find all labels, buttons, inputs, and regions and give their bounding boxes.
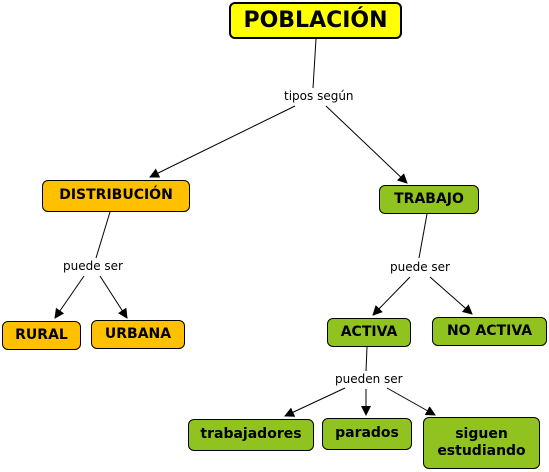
link-label-puede-ser-trabajo: puede ser: [388, 260, 452, 274]
edge-distribucion-puede: [95, 211, 111, 259]
node-activa[interactable]: ACTIVA: [327, 318, 411, 347]
link-label-tipos-segun: tipos según: [282, 89, 356, 103]
link-label-pueden-ser: pueden ser: [333, 372, 405, 386]
node-poblacion[interactable]: POBLACIÓN: [229, 2, 402, 39]
node-trabajadores[interactable]: trabajadores: [188, 419, 314, 451]
edge-pueden-siguen: [386, 387, 436, 416]
edge-poblacion-tipos: [312, 38, 317, 89]
edge-tipos-trabajo: [325, 105, 408, 184]
node-rural[interactable]: RURAL: [2, 321, 81, 350]
edge-puede-noactiva: [429, 276, 473, 315]
node-siguen-estudiando[interactable]: siguen estudiando: [423, 417, 540, 469]
node-urbana[interactable]: URBANA: [91, 320, 185, 349]
node-trabajo[interactable]: TRABAJO: [379, 185, 479, 214]
edge-puede-activa: [372, 276, 411, 316]
edge-puede-rural: [54, 275, 85, 319]
node-no-activa[interactable]: NO ACTIVA: [432, 317, 547, 346]
link-label-puede-ser-distribucion: puede ser: [61, 259, 125, 273]
edge-activa-pueden: [365, 346, 368, 372]
node-parados[interactable]: parados: [322, 418, 412, 450]
edge-trabajo-puede: [418, 213, 428, 259]
edge-tipos-distribucion: [149, 105, 296, 178]
node-distribucion[interactable]: DISTRIBUCIÓN: [42, 180, 190, 212]
edge-puede-urbana: [99, 275, 128, 319]
edge-pueden-trabajadores: [284, 387, 346, 417]
